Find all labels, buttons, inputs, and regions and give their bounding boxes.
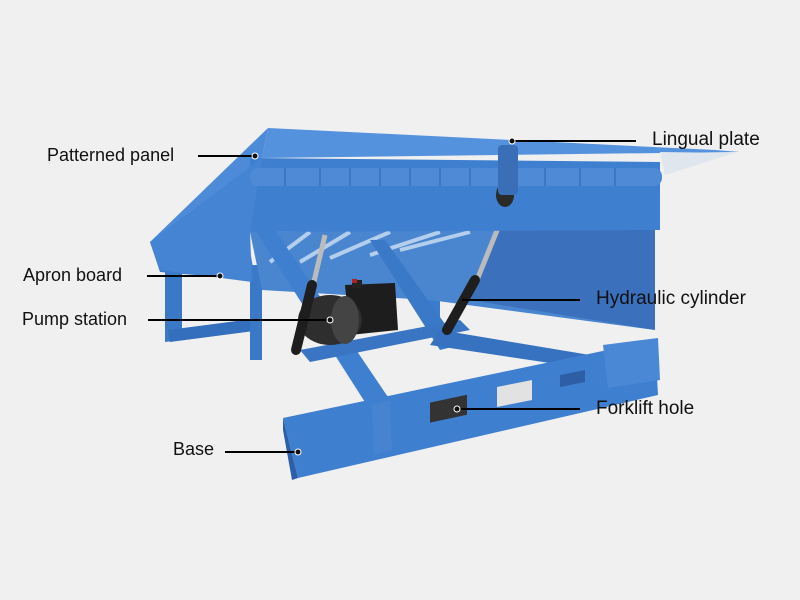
lingual-plate-shape bbox=[660, 152, 735, 175]
label-apron-board: Apron board bbox=[23, 265, 123, 285]
label-forklift-hole: Forklift hole bbox=[596, 398, 695, 419]
leader-dots bbox=[216, 137, 516, 456]
label-patterned-panel: Patterned panel bbox=[47, 145, 175, 165]
label-lingual-plate: Lingual plate bbox=[652, 129, 760, 150]
deck bbox=[150, 128, 740, 282]
hydraulic-cylinders bbox=[291, 227, 501, 355]
leader-lines bbox=[147, 140, 636, 453]
label-pump-station: Pump station bbox=[22, 309, 128, 329]
label-hydraulic-cylinder: Hydraulic cylinder bbox=[596, 288, 746, 309]
label-base: Base bbox=[173, 439, 215, 459]
forklift-hole-shape bbox=[430, 394, 467, 423]
